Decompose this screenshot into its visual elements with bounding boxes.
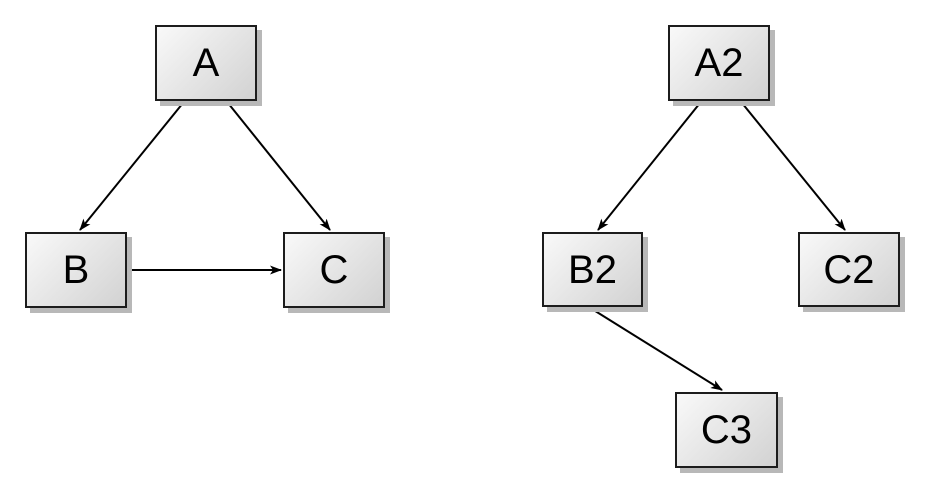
node-label: A <box>192 41 220 85</box>
node-C2[interactable]: C2 <box>798 232 900 307</box>
node-label: B <box>62 248 90 292</box>
node-label: C <box>319 248 349 292</box>
edge-A-B <box>79 102 184 231</box>
edge-B2-C3 <box>591 308 723 391</box>
node-C3[interactable]: C3 <box>675 392 778 468</box>
node-C[interactable]: C <box>283 232 385 308</box>
node-label: B2 <box>568 247 617 292</box>
edges-group <box>79 102 846 391</box>
node-B2[interactable]: B2 <box>542 232 643 307</box>
node-A[interactable]: A <box>155 25 257 101</box>
edge-A2-C2 <box>741 102 846 231</box>
edge-A-C <box>227 102 331 231</box>
edge-A2-B2 <box>597 102 701 231</box>
node-label: A2 <box>694 41 744 85</box>
node-label: C2 <box>823 247 875 292</box>
node-B[interactable]: B <box>25 232 127 308</box>
node-A2[interactable]: A2 <box>668 25 770 101</box>
node-label: C3 <box>700 408 753 452</box>
